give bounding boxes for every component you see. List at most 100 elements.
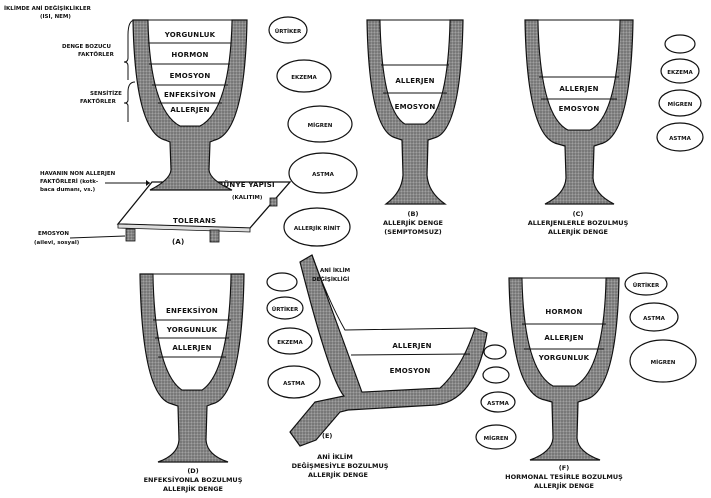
glass-c-layer: ALLERJEN — [559, 85, 598, 93]
glass-c-bowl — [537, 19, 621, 131]
glass-e-layer: EMOSYON — [390, 367, 431, 375]
ovals-c: EKZEMA MİGREN ASTMA — [656, 34, 704, 152]
platform-leg — [125, 228, 136, 242]
symptom-label: ÜRTİKER — [275, 28, 302, 35]
symptom-label: ASTMA — [283, 381, 305, 387]
symptom-oval — [664, 34, 696, 54]
platform-leg — [209, 229, 220, 243]
glass-f-bowl — [521, 277, 607, 387]
caption-f-line: HORMONAL TESİRLE BOZULMUŞ — [505, 472, 623, 481]
caption-b-line: ALLERJİK DENGE — [383, 218, 443, 227]
header-subtitle: (ISI, NEM) — [40, 14, 71, 20]
caption-d-line: ENFEKSİYONLA BOZULMUŞ — [144, 475, 243, 484]
caption-e-line: DEĞİŞMESİYLE BOZULMUŞ — [292, 461, 389, 470]
symptom-label: MİGREN — [651, 359, 676, 366]
caption-c-letter: (C) — [573, 210, 584, 218]
symptom-oval — [656, 122, 704, 152]
caption-f-letter: (F) — [559, 464, 569, 472]
symptom-label: ASTMA — [669, 136, 691, 142]
glass-f: HORMON ALLERJEN YORGUNLUK (F) HORMONAL T… — [505, 277, 623, 490]
symptom-label: EKZEMA — [667, 70, 693, 76]
label-havanin-3: baca dumanı, vs.) — [40, 187, 96, 193]
glass-d-bowl — [152, 273, 232, 391]
caption-b-letter: (B) — [408, 210, 419, 218]
symptom-label: ÜRTİKER — [272, 306, 299, 313]
header-title: İKLİMDE ANİ DEĞİŞİKLİKLER — [4, 5, 92, 12]
glass-d-layer: ALLERJEN — [172, 344, 211, 352]
symptom-label: ALLERJİK RİNİT — [294, 225, 340, 232]
symptom-oval — [660, 58, 700, 84]
brace-denge — [123, 19, 136, 80]
glass-e-layer: ALLERJEN — [392, 342, 431, 350]
symptom-oval — [658, 89, 702, 117]
caption-b-line: (SEMPTOMSUZ) — [384, 228, 441, 236]
glass-e-bowl — [311, 254, 476, 393]
symptom-label: MİGREN — [308, 122, 333, 129]
glass-d-layer: YORGUNLUK — [166, 326, 218, 334]
glass-e: ALLERJEN EMOSYON ANİ İKLİM DEĞİŞİKLİĞİ (… — [289, 254, 488, 479]
label-sensitize-faktorler: FAKTÖRLER — [80, 98, 117, 105]
glass-e-top-line: DEĞİŞİKLİĞİ — [312, 276, 349, 283]
glass-a-layer: HORMON — [171, 51, 208, 59]
ovals-f: ÜRTİKER ASTMA MİGREN — [624, 272, 697, 383]
caption-c-line: ALLERJENLERLE BOZULMUŞ — [528, 219, 629, 227]
symptom-label: ASTMA — [643, 316, 665, 322]
label-sensitize: SENSİTİZE — [90, 90, 122, 97]
symptom-label: MİGREN — [668, 101, 693, 108]
ovals-d: ÜRTİKER EKZEMA ASTMA — [266, 272, 321, 399]
symptom-oval — [266, 272, 298, 292]
symptom-oval — [288, 152, 358, 194]
symptom-oval — [267, 327, 313, 355]
caption-e-line: ALLERJİK DENGE — [308, 470, 368, 479]
arrow-emosyon — [69, 235, 126, 239]
symptom-oval — [629, 302, 679, 332]
symptom-oval — [276, 59, 332, 93]
label-denge-faktorler: FAKTÖRLER — [78, 51, 115, 58]
glass-e-top-line: ANİ İKLİM — [320, 267, 350, 274]
caption-c-line: ALLERJİK DENGE — [548, 227, 608, 236]
glass-d: ENFEKSİYON YORGUNLUK ALLERJEN (D) ENFEKS… — [139, 273, 245, 493]
label-havanin-2: FAKTÖRLERİ (kotk- — [40, 178, 98, 185]
symptom-label: ASTMA — [312, 172, 334, 178]
arrowhead-havanin — [146, 180, 150, 186]
label-emosyon-platform: EMOSYON — [38, 231, 69, 237]
symptom-oval — [483, 344, 507, 360]
caption-d-line: ALLERJİK DENGE — [163, 484, 223, 493]
symptom-oval — [475, 424, 517, 450]
label-bunye-sub: (KALITIM) — [232, 195, 263, 201]
ovals-e: ASTMA MİGREN — [475, 344, 517, 450]
symptom-label: MİGREN — [484, 435, 509, 442]
caption-d-letter: (D) — [187, 467, 198, 475]
glass-e-divider — [350, 353, 471, 356]
glass-a-layer: YORGUNLUK — [164, 31, 216, 39]
platform-leg — [269, 197, 278, 207]
symptom-label: ÜRTİKER — [633, 282, 660, 289]
caption-a: (A) — [172, 238, 184, 246]
label-tolerans: TOLERANS — [173, 217, 216, 225]
symptom-oval — [267, 365, 321, 399]
symptom-label: ASTMA — [487, 401, 509, 407]
glass-a-bowl — [147, 19, 233, 127]
glass-c-layer: EMOSYON — [559, 105, 600, 113]
glass-a-layer: ENFEKSİYON — [164, 90, 216, 99]
glass-a-layer: EMOSYON — [170, 72, 211, 80]
glass-a: YORGUNLUK HORMON EMOSYON ENFEKSİYON ALLE… — [132, 19, 248, 191]
symptom-oval — [624, 272, 668, 296]
glass-f-layer: YORGUNLUK — [538, 354, 590, 362]
caption-f-line: ALLERJİK DENGE — [534, 481, 594, 490]
glass-b-layer: EMOSYON — [395, 103, 436, 111]
glass-b-bowl — [379, 19, 451, 125]
caption-e-letter: (E) — [322, 432, 332, 440]
glass-c: ALLERJEN EMOSYON (C) ALLERJENLERLE BOZUL… — [524, 19, 634, 236]
glass-b: ALLERJEN EMOSYON (B) ALLERJİK DENGE (SEM… — [366, 19, 464, 236]
label-bunye: BÜNYE YAPISI — [218, 180, 275, 189]
ovals-a: ÜRTİKER EKZEMA MİGREN ASTMA ALLERJİK RİN… — [268, 16, 358, 247]
symptom-oval — [266, 296, 304, 320]
symptom-label: EKZEMA — [291, 75, 317, 81]
glass-f-layer: ALLERJEN — [544, 334, 583, 342]
symptom-label: EKZEMA — [277, 340, 303, 346]
symptom-oval — [480, 391, 516, 413]
glass-f-layer: HORMON — [545, 308, 582, 316]
